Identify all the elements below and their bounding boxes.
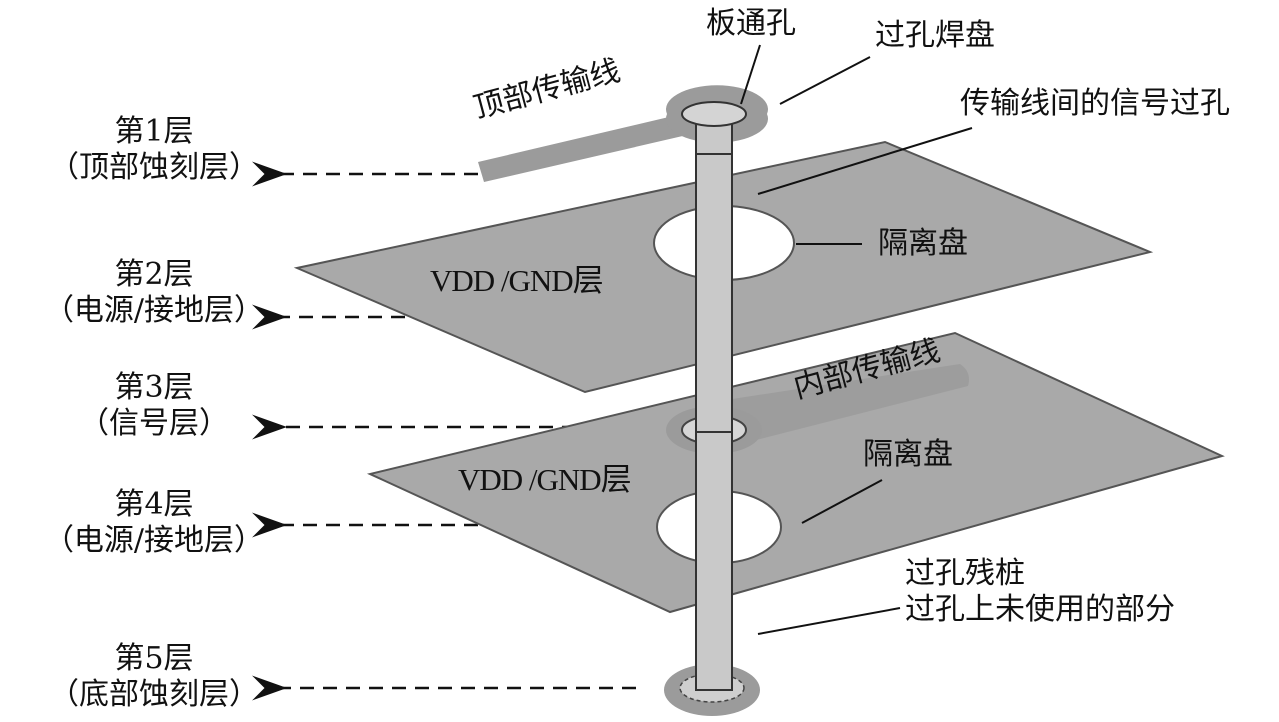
leader-antipad-2	[801, 479, 883, 524]
via-stub-desc: 过孔上未使用的部分	[905, 592, 1175, 627]
callout-leaders	[740, 44, 973, 635]
layer1-label: 第1层 （顶部蚀刻层）	[24, 114, 284, 186]
layer5-label: 第5层 （底部蚀刻层）	[24, 641, 284, 713]
leader-stub	[757, 607, 901, 635]
leader-via-pad	[779, 56, 871, 105]
plane-layer4-label: VDD /GND层	[458, 462, 632, 497]
top-trace	[478, 112, 700, 182]
top-via-pad	[666, 85, 769, 155]
via-pad-label: 过孔焊盘	[875, 18, 995, 53]
through-hole-label: 板通孔	[706, 6, 796, 41]
layer4-label: 第4层 （电源/接地层）	[24, 487, 284, 559]
leader-signal-via	[757, 127, 973, 195]
layer-arrows	[252, 161, 668, 701]
layer2-name: 第2层	[114, 257, 194, 292]
antipad-layer4-label: 隔离盘	[863, 437, 953, 472]
layer3-label: 第3层 （信号层）	[24, 370, 284, 442]
layer2-label: 第2层 （电源/接地层）	[24, 257, 284, 329]
layer5-name: 第5层	[114, 641, 194, 676]
layer2-desc: （电源/接地层）	[43, 293, 265, 328]
layer3-name: 第3层	[114, 370, 194, 405]
layer5-desc: （底部蚀刻层）	[49, 677, 259, 712]
layer4-desc: （电源/接地层）	[43, 523, 265, 558]
via-barrel-lower	[695, 431, 733, 691]
signal-via-label: 传输线间的信号过孔	[960, 86, 1230, 121]
layer3-desc: （信号层）	[79, 406, 229, 441]
layer1-name: 第1层	[114, 114, 194, 149]
via-stub-title: 过孔残桩	[905, 556, 1025, 591]
layer1-desc: （顶部蚀刻层）	[49, 150, 259, 185]
layer4-name: 第4层	[114, 487, 194, 522]
leader-through-hole	[740, 44, 761, 105]
plane-layer2-label: VDD /GND层	[430, 263, 604, 298]
via-barrel-upper	[695, 113, 733, 433]
antipad-layer2-label: 隔离盘	[878, 226, 968, 261]
